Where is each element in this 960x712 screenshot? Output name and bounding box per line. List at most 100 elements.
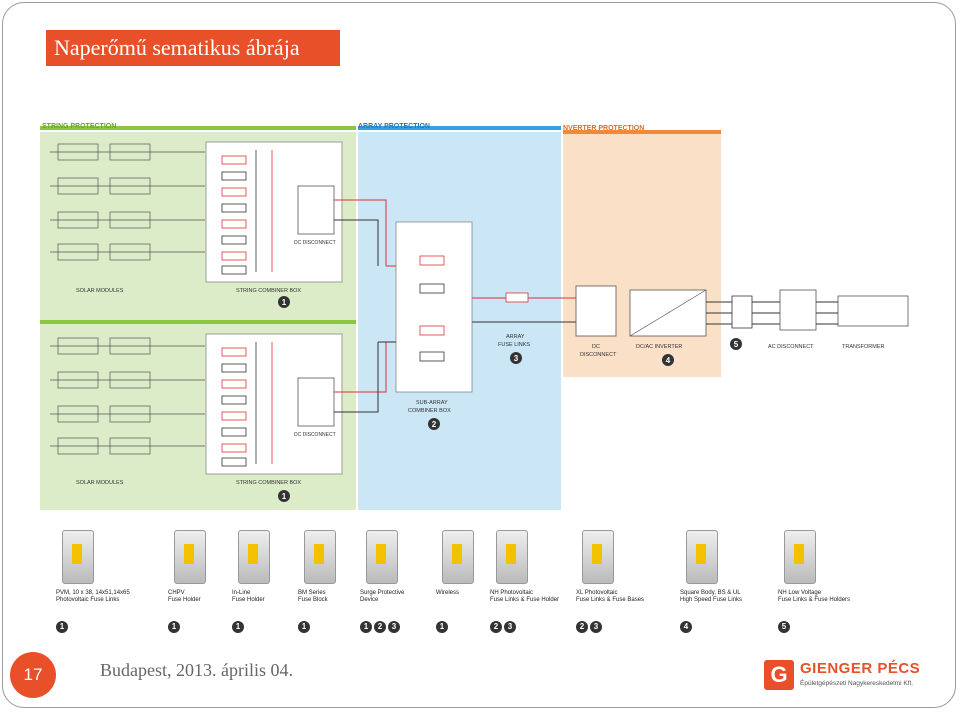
svg-text:FUSE LINKS: FUSE LINKS <box>498 342 530 348</box>
page-number: 17 <box>10 652 56 698</box>
product-badges: 1 <box>298 616 312 634</box>
dc-disconnect-upper <box>297 185 335 235</box>
feeder-plus-upper <box>334 199 387 266</box>
feeder-plus-lower <box>334 342 387 393</box>
product-name: Square Body, BS & UL <box>680 590 741 596</box>
slide-title: Naperőmű sematikus ábrája <box>46 30 340 66</box>
product-image <box>56 516 130 590</box>
transformer <box>837 295 909 327</box>
product-name: Surge Protective <box>360 590 405 596</box>
diagram-badges: 1 1 2 3 4 5 <box>278 296 742 502</box>
company-logo: G GIENGER PÉCS Épületgépészeti Nagykeres… <box>764 660 944 694</box>
product-name: CHPV <box>168 590 185 596</box>
product-desc: Fuse Holder <box>232 597 265 603</box>
product-item: Wireless <box>436 516 474 597</box>
svg-text:1: 1 <box>282 298 287 307</box>
product-badges: 1 <box>436 616 450 634</box>
svg-text:2: 2 <box>432 420 437 429</box>
feeder-minus-upper <box>334 219 379 266</box>
product-image <box>232 516 270 590</box>
svg-text:TRANSFORMER: TRANSFORMER <box>842 344 885 350</box>
number-badge: 3 <box>504 621 516 633</box>
string-fuses <box>221 155 247 453</box>
number-badge: 3 <box>388 621 400 633</box>
svg-text:DC DISCONNECT: DC DISCONNECT <box>294 432 336 438</box>
product-image <box>576 516 644 590</box>
product-image <box>490 516 559 590</box>
logo-subtitle: Épületgépészeti Nagykereskedelmi Kft. <box>800 680 914 687</box>
product-desc: Device <box>360 597 379 603</box>
pv-schematic-diagram: STRING PROTECTION ARRAY PROTECTION NVERT… <box>40 123 909 510</box>
number-badge: 5 <box>778 621 790 633</box>
product-name: PVM, 10 x 38, 14x51,14x65 <box>56 590 130 596</box>
product-desc: Fuse Links & Fuse Holders <box>778 597 851 603</box>
product-image <box>168 516 206 590</box>
svg-text:SUB-ARRAY: SUB-ARRAY <box>416 400 448 406</box>
string-fuses-neg <box>221 171 247 467</box>
product-desc: Fuse Holder <box>168 597 201 603</box>
product-name: Wireless <box>436 590 460 596</box>
number-badge: 2 <box>576 621 588 633</box>
number-badge: 1 <box>56 621 68 633</box>
product-image <box>360 516 404 590</box>
svg-text:COMBINER BOX: COMBINER BOX <box>408 408 451 414</box>
svg-text:4: 4 <box>666 356 671 365</box>
product-badges: 5 <box>778 616 792 634</box>
number-badge: 1 <box>232 621 244 633</box>
svg-text:DC DISCONNECT: DC DISCONNECT <box>294 240 336 246</box>
product-name: XL Photovoltaic <box>576 590 618 596</box>
ac-disconnect <box>779 289 817 331</box>
inverter-protection-label: NVERTER PROTECTION <box>563 125 644 132</box>
svg-text:SOLAR MODULES: SOLAR MODULES <box>76 480 124 486</box>
svg-text:1: 1 <box>282 492 287 501</box>
sub-array-combiner-box <box>395 221 473 393</box>
svg-text:3: 3 <box>514 354 519 363</box>
product-badges: 1 <box>232 616 246 634</box>
number-badge: 1 <box>298 621 310 633</box>
number-badge: 3 <box>590 621 602 633</box>
number-badge: 1 <box>168 621 180 633</box>
product-image <box>680 516 742 590</box>
svg-text:SOLAR MODULES: SOLAR MODULES <box>76 288 124 294</box>
inverter-section-bg <box>563 132 721 377</box>
product-desc: Fuse Links & Fuse Bases <box>576 597 645 603</box>
product-name: BM Series <box>298 590 326 596</box>
number-badge: 2 <box>490 621 502 633</box>
product-desc: Fuse Block <box>298 597 328 603</box>
svg-text:5: 5 <box>734 340 739 349</box>
footer-date: Budapest, 2013. április 04. <box>100 660 293 680</box>
number-badge: 4 <box>680 621 692 633</box>
number-badge: 1 <box>360 621 372 633</box>
product-image <box>436 516 474 590</box>
product-badges: 4 <box>680 616 694 634</box>
svg-text:DISCONNECT: DISCONNECT <box>580 352 617 358</box>
product-desc: High Speed Fuse Links <box>680 597 743 603</box>
product-badges: 1 <box>168 616 182 634</box>
feeder-minus-lower <box>334 342 379 413</box>
svg-text:STRING COMBINER BOX: STRING COMBINER BOX <box>236 480 301 486</box>
number-badge: 2 <box>374 621 386 633</box>
product-desc: Fuse Links & Fuse Holder <box>490 597 560 603</box>
product-name: NH Low Voltage <box>778 590 822 596</box>
ac-fuses <box>731 295 753 329</box>
product-desc: Photovoltaic Fuse Links <box>56 597 120 603</box>
number-badge: 1 <box>436 621 448 633</box>
product-name: NH Photovoltaic <box>490 590 534 596</box>
string-protection-label: STRING PROTECTION <box>42 123 116 130</box>
dc-disconnect-inverter <box>575 285 617 337</box>
array-protection-label: ARRAY PROTECTION <box>358 123 430 130</box>
product-image <box>298 516 336 590</box>
svg-text:DC: DC <box>592 344 600 350</box>
logo-name: GIENGER PÉCS <box>800 660 921 677</box>
